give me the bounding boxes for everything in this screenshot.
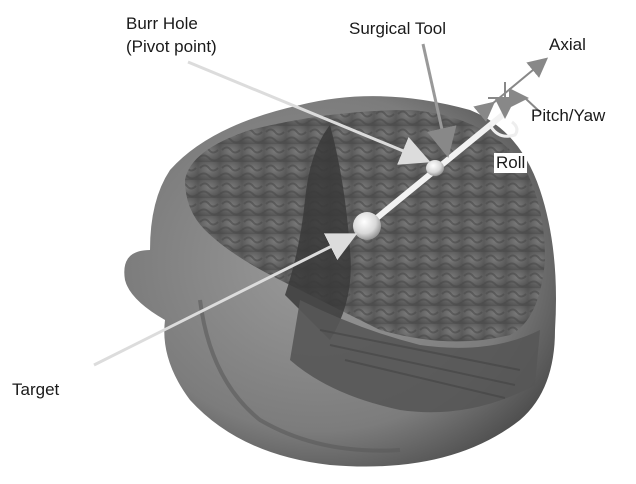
axial-label: Axial (549, 35, 586, 55)
target-sphere (353, 212, 381, 240)
pitch-yaw-label: Pitch/Yaw (531, 106, 605, 126)
surgical-tool-label: Surgical Tool (349, 19, 446, 39)
roll-label: Roll (494, 153, 527, 173)
pivot-point-marker (426, 160, 444, 176)
target-label: Target (12, 380, 59, 400)
pivot-point-label: (Pivot point) (126, 37, 217, 57)
burr-hole-label: Burr Hole (126, 14, 198, 34)
